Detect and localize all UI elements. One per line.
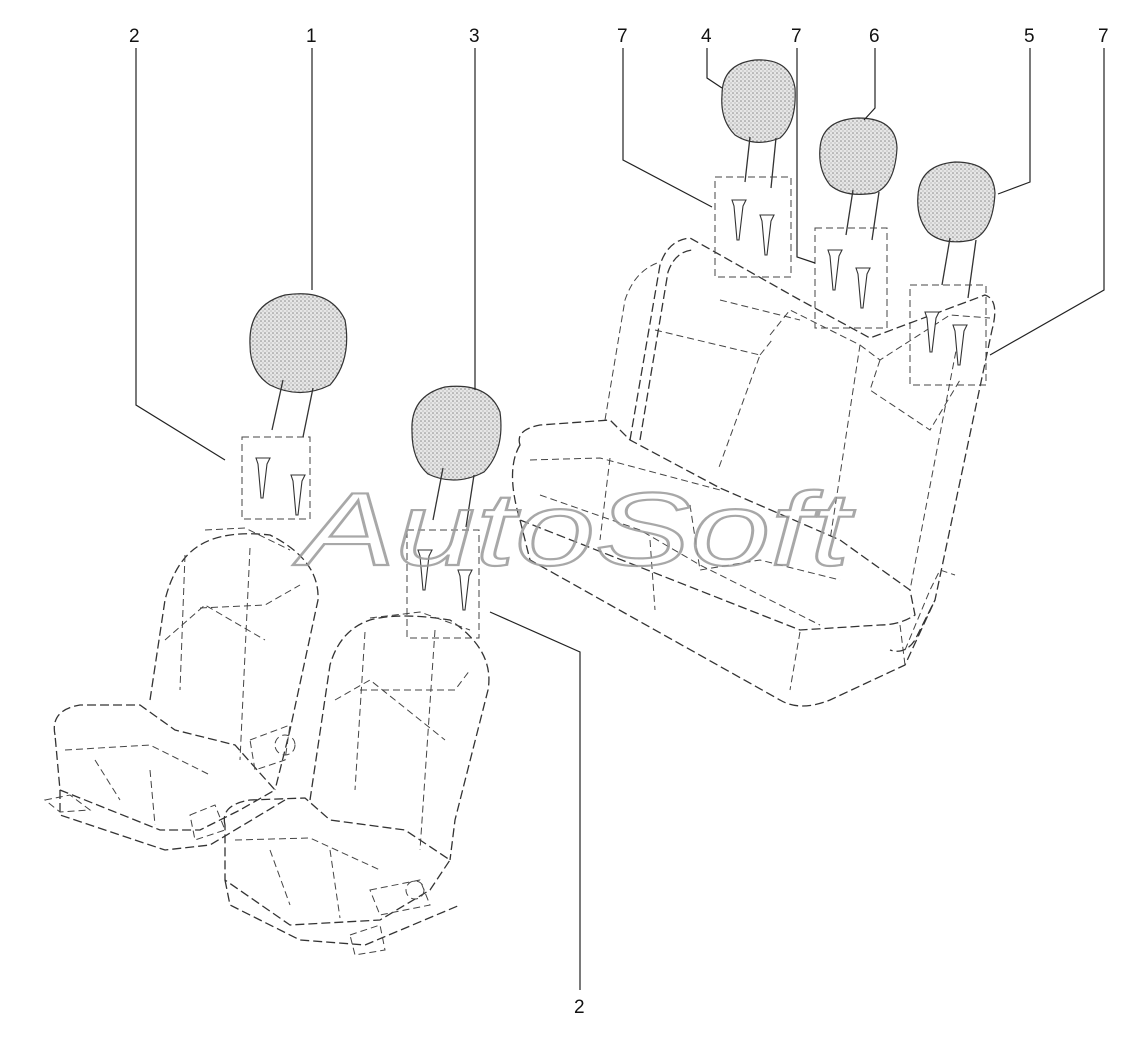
headrest-3 <box>411 385 502 528</box>
callout-7-mid: 7 <box>791 26 802 47</box>
guide-sleeves-front-right <box>406 529 480 639</box>
callout-1: 1 <box>306 26 317 47</box>
rear-bench-seat <box>511 237 996 707</box>
callout-2-top: 2 <box>129 26 140 47</box>
callout-3: 3 <box>469 26 480 47</box>
front-seat-left <box>43 527 319 851</box>
headrest-5 <box>917 161 996 299</box>
callout-7-left: 7 <box>617 26 628 47</box>
guide-sleeves-rear-center <box>814 227 888 329</box>
guide-sleeves-rear-right <box>909 284 987 386</box>
guide-sleeves-rear-left <box>714 176 792 278</box>
leader-lines <box>135 48 1105 990</box>
callout-6: 6 <box>869 26 880 47</box>
callout-4: 4 <box>701 26 712 47</box>
callout-2-bottom: 2 <box>574 997 585 1018</box>
callout-7-right: 7 <box>1098 26 1109 47</box>
callout-5: 5 <box>1024 26 1035 47</box>
front-seat-right <box>223 611 490 956</box>
guide-sleeves-front-left <box>241 436 311 520</box>
autosoft-watermark: AutoSoft <box>292 472 856 588</box>
headrest-6 <box>819 117 898 241</box>
headrest-1 <box>249 293 348 438</box>
headrest-4 <box>721 59 796 189</box>
